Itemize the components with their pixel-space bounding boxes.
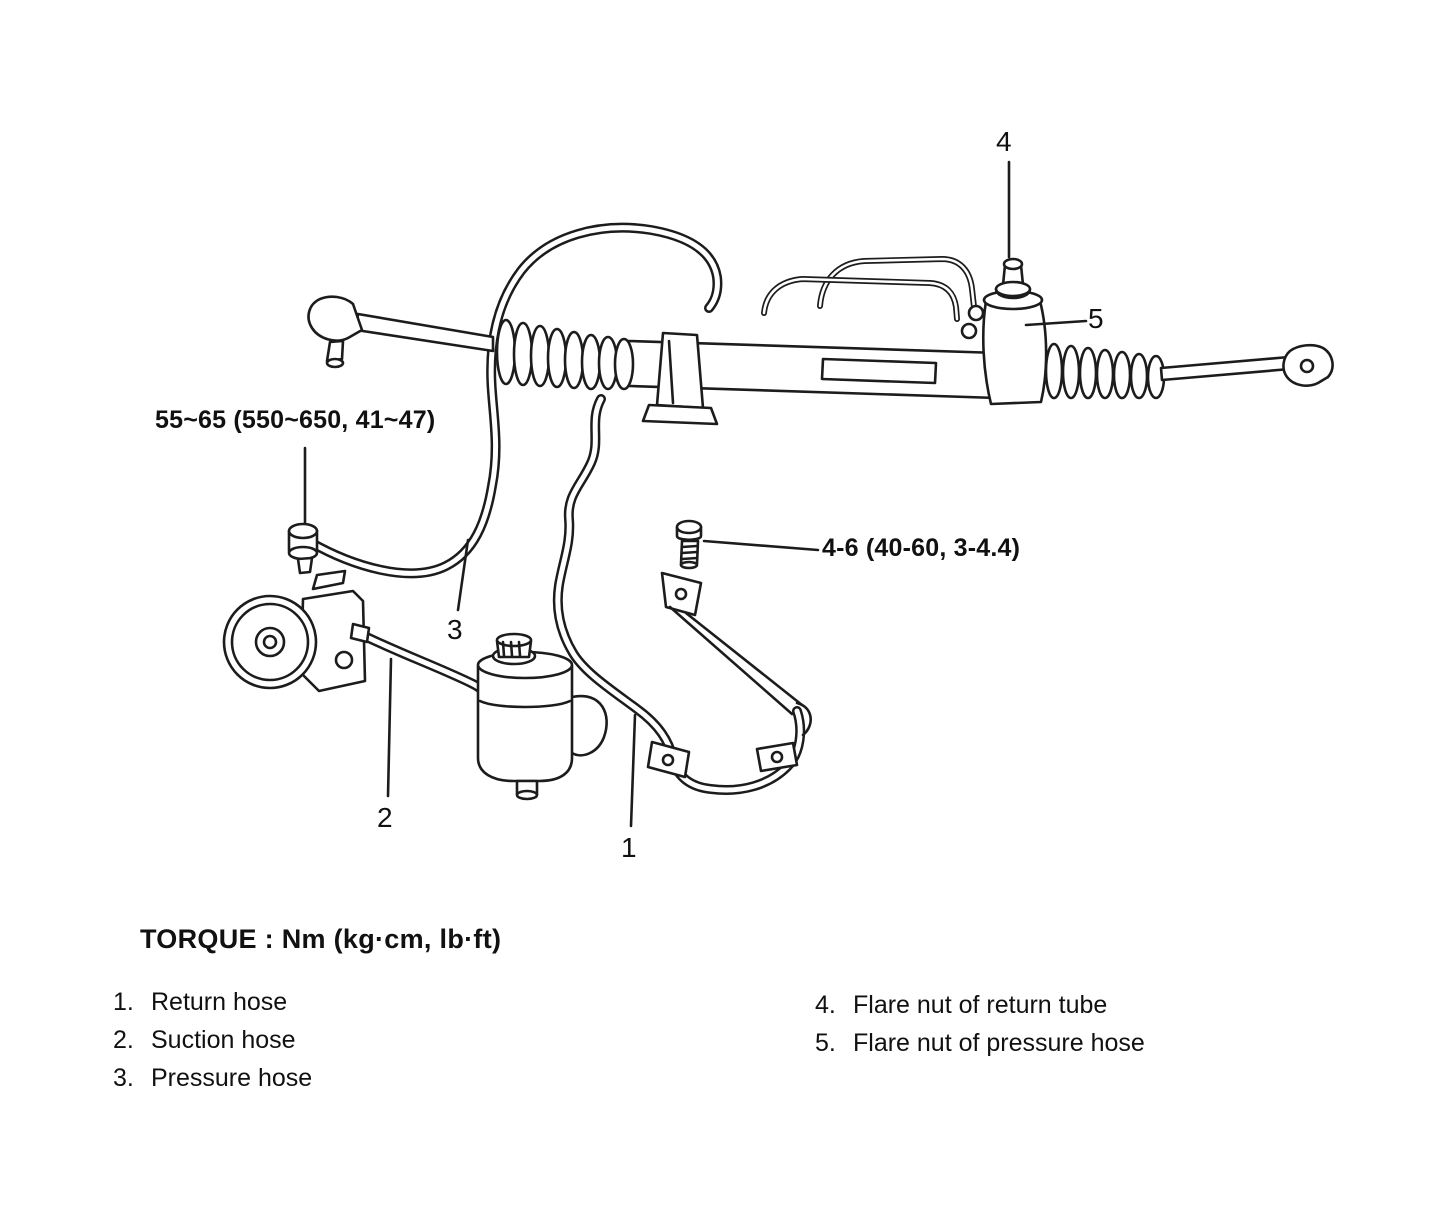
- legend-item-label: Flare nut of return tube: [853, 991, 1108, 1019]
- left-tie-rod-drawing: [307, 295, 495, 369]
- legend-item-suction-hose: 2. Suction hose: [113, 1026, 312, 1055]
- legend-item-number: 3.: [113, 1064, 134, 1092]
- legend-item-label: Return hose: [151, 988, 288, 1016]
- right-bellows-drawing: [1044, 342, 1166, 400]
- legend-item-number: 5.: [815, 1029, 836, 1057]
- callout-2: 2: [377, 802, 393, 833]
- legend-item-number: 4.: [815, 991, 836, 1019]
- torque-label-clamp-bolt: 4-6 (40-60, 3-4.4): [822, 534, 1021, 562]
- torque-label-pressure-hose-fitting: 55~65 (550~650, 41~47): [155, 406, 436, 434]
- legend-item-number: 1.: [113, 988, 134, 1016]
- callout-5: 5: [1088, 303, 1104, 334]
- legend-item-label: Pressure hose: [151, 1064, 313, 1092]
- left-bellows-drawing: [495, 318, 635, 391]
- return-hose-drawing: [552, 394, 806, 795]
- steering-rack-drawing: [619, 257, 1048, 426]
- legend-item-flare-nut-pressure-hose: 5. Flare nut of pressure hose: [815, 1029, 1145, 1058]
- leader-lines: [303, 160, 1088, 828]
- callout-3: 3: [447, 614, 463, 645]
- legend-item-label: Suction hose: [151, 1026, 296, 1054]
- legend-item-flare-nut-return-tube: 4. Flare nut of return tube: [815, 991, 1145, 1020]
- legend-item-return-hose: 1. Return hose: [113, 988, 312, 1017]
- callout-1: 1: [621, 832, 637, 863]
- power-steering-pump-drawing: [222, 569, 371, 693]
- legend-item-pressure-hose: 3. Pressure hose: [113, 1064, 312, 1093]
- flare-nut-return-tube-drawing: [994, 257, 1032, 300]
- torque-units-note: TORQUE : Nm (kg·cm, lb·ft): [140, 924, 502, 954]
- suction-hose-drawing: [347, 625, 495, 705]
- clamp-bolt-drawing: [675, 519, 703, 570]
- legend-left-column: 1. Return hose 2. Suction hose 3. Pressu…: [113, 988, 312, 1102]
- hose-bracket-drawing: [646, 571, 812, 779]
- callout-4: 4: [996, 126, 1012, 157]
- legend-item-number: 2.: [113, 1026, 134, 1054]
- legend-right-column: 4. Flare nut of return tube 5. Flare nut…: [815, 991, 1145, 1067]
- pressure-return-pipes-drawing: [761, 255, 977, 322]
- pressure-hose-fitting-drawing: [287, 522, 319, 575]
- reservoir-drawing: [476, 632, 608, 801]
- right-tie-rod-drawing: [1159, 343, 1334, 387]
- legend-item-label: Flare nut of pressure hose: [853, 1029, 1145, 1057]
